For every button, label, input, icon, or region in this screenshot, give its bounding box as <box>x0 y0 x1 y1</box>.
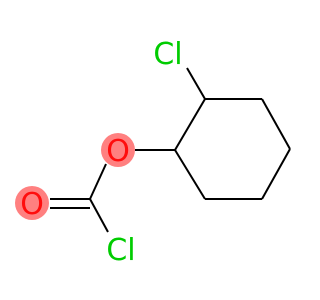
o-carbonyl-highlight <box>15 186 49 220</box>
ring-bond-c4-c5 <box>261 148 291 200</box>
structure-canvas: Cl O O Cl <box>15 37 291 268</box>
bond-c-clacyl <box>89 198 109 233</box>
ring-bond-c3-c4 <box>261 98 291 150</box>
atom-label-cl-ring: Cl <box>153 37 182 72</box>
bond-c2-cl <box>186 67 206 100</box>
atom-label-cl-acyl: Cl <box>106 233 135 268</box>
atom-label-o-ester: O <box>106 134 130 169</box>
atom-label-o-carbonyl: O <box>20 187 44 222</box>
chemical-structure-diagram: Cl O O Cl <box>15 37 291 268</box>
o-ester-highlight <box>101 133 135 167</box>
ring-bond-c6-c1 <box>174 149 206 200</box>
bond-o-ccarbonyl <box>89 163 107 200</box>
ring-bond-c1-c2 <box>174 98 206 151</box>
